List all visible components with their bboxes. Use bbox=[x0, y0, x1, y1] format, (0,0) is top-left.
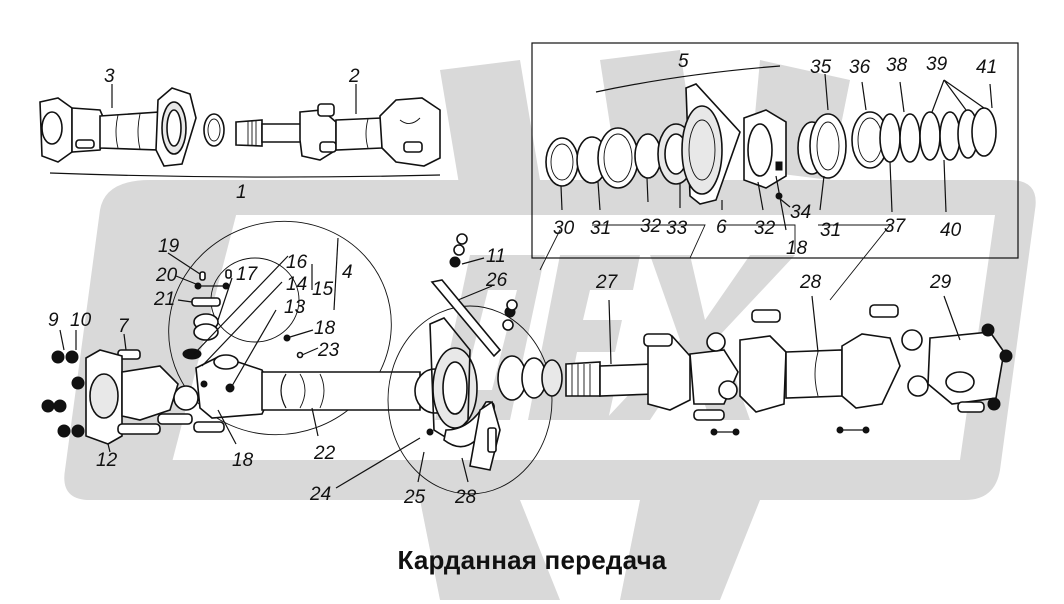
callout-31-a: 31 bbox=[590, 218, 611, 239]
callout-10: 10 bbox=[70, 310, 92, 331]
callout-13: 13 bbox=[284, 297, 306, 318]
callout-18-a: 18 bbox=[314, 318, 336, 339]
assembly-1-cardan-shaft bbox=[39, 84, 441, 178]
callout-40: 40 bbox=[940, 220, 962, 241]
callout-32-a: 32 bbox=[640, 216, 662, 237]
callout-30: 30 bbox=[553, 218, 575, 239]
callout-41: 41 bbox=[976, 57, 997, 78]
callout-5: 5 bbox=[678, 51, 689, 72]
callout-7: 7 bbox=[118, 316, 130, 337]
callout-15: 15 bbox=[312, 279, 334, 300]
callout-29: 29 bbox=[929, 272, 952, 293]
callout-1: 1 bbox=[236, 182, 247, 203]
callout-4: 4 bbox=[342, 262, 353, 283]
callout-labels: 1 2 3 4 5 6 7 9 10 11 12 13 14 15 16 17 … bbox=[48, 51, 997, 508]
callout-31-b: 31 bbox=[820, 220, 841, 241]
callout-18-b: 18 bbox=[232, 450, 254, 471]
diagram-caption: Карданная передача bbox=[397, 545, 667, 575]
callout-33: 33 bbox=[666, 218, 688, 239]
callout-26: 26 bbox=[485, 270, 508, 291]
callout-11: 11 bbox=[486, 246, 506, 267]
callout-25: 25 bbox=[403, 487, 426, 508]
callout-36: 36 bbox=[849, 57, 871, 78]
callout-24: 24 bbox=[309, 484, 331, 505]
callout-39: 39 bbox=[926, 54, 948, 75]
callout-19: 19 bbox=[158, 236, 180, 257]
callout-14: 14 bbox=[286, 274, 307, 295]
callout-23: 23 bbox=[317, 340, 340, 361]
inset-support-bearing-kit-5 bbox=[531, 42, 1019, 301]
assembly-main-cardan-shaft bbox=[41, 220, 1013, 495]
callout-12: 12 bbox=[96, 450, 118, 471]
callout-35: 35 bbox=[810, 57, 832, 78]
callout-21: 21 bbox=[153, 289, 175, 310]
callout-18-c: 18 bbox=[786, 238, 808, 259]
callout-38: 38 bbox=[886, 55, 908, 76]
callout-3: 3 bbox=[104, 66, 115, 87]
callout-6: 6 bbox=[716, 217, 727, 238]
callout-22: 22 bbox=[313, 443, 336, 464]
callout-17: 17 bbox=[236, 264, 259, 285]
callout-2: 2 bbox=[348, 66, 360, 87]
callout-16: 16 bbox=[286, 252, 308, 273]
callout-28-a: 28 bbox=[799, 272, 822, 293]
callout-20: 20 bbox=[155, 265, 178, 286]
callout-9: 9 bbox=[48, 310, 59, 331]
callout-37: 37 bbox=[884, 216, 907, 237]
callout-34: 34 bbox=[790, 202, 811, 223]
callout-27: 27 bbox=[595, 272, 619, 293]
callout-32-b: 32 bbox=[754, 218, 776, 239]
callout-28-b: 28 bbox=[454, 487, 477, 508]
